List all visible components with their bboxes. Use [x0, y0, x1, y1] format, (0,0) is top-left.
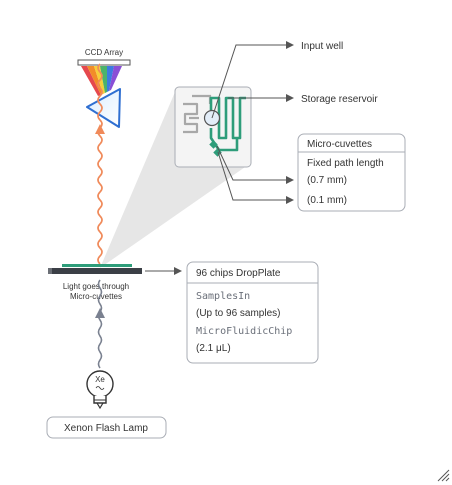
micro-cuvettes-title: Micro-cuvettes	[307, 139, 372, 150]
light-path-arrow	[95, 63, 105, 265]
chip-code: MicroFluidicChip	[196, 326, 292, 337]
samples-desc: (Up to 96 samples)	[196, 308, 280, 319]
input-well-label: Input well	[301, 41, 343, 52]
light-label-line1: Light goes through	[63, 282, 129, 291]
chip-desc: (2.1 μL)	[196, 343, 231, 354]
micro-line1: Fixed path length	[307, 158, 384, 169]
plate-title: 96 chips DropPlate	[196, 268, 281, 279]
ccd-label: CCD Array	[85, 48, 123, 57]
lamp-label: Xenon Flash Lamp	[64, 423, 148, 434]
resize-grip-icon[interactable]	[437, 469, 450, 482]
leader-lines	[211, 41, 294, 204]
samples-code: SamplesIn	[196, 291, 250, 302]
bulb-icon: Xe	[86, 370, 114, 410]
micro-line3: (0.1 mm)	[307, 195, 347, 206]
lamp-label-box: Xenon Flash Lamp	[46, 416, 167, 439]
chip-icon	[183, 94, 246, 157]
prism-icon	[86, 88, 121, 128]
storage-reservoir-label: Storage reservoir	[301, 94, 378, 105]
drop-plate-box: 96 chips DropPlate SamplesIn (Up to 96 s…	[186, 261, 319, 364]
light-label-line2: Micro-cuvettes	[70, 292, 122, 301]
bulb-label: Xe	[95, 375, 105, 384]
micro-cuvettes-box: Micro-cuvettes Fixed path length (0.7 mm…	[297, 133, 406, 212]
ccd-array: CCD Array	[77, 48, 131, 66]
micro-line2: (0.7 mm)	[307, 175, 347, 186]
lamp-light-arrow	[95, 279, 105, 369]
chip-zoom-box	[174, 86, 252, 168]
drop-plate-platform	[48, 264, 142, 274]
